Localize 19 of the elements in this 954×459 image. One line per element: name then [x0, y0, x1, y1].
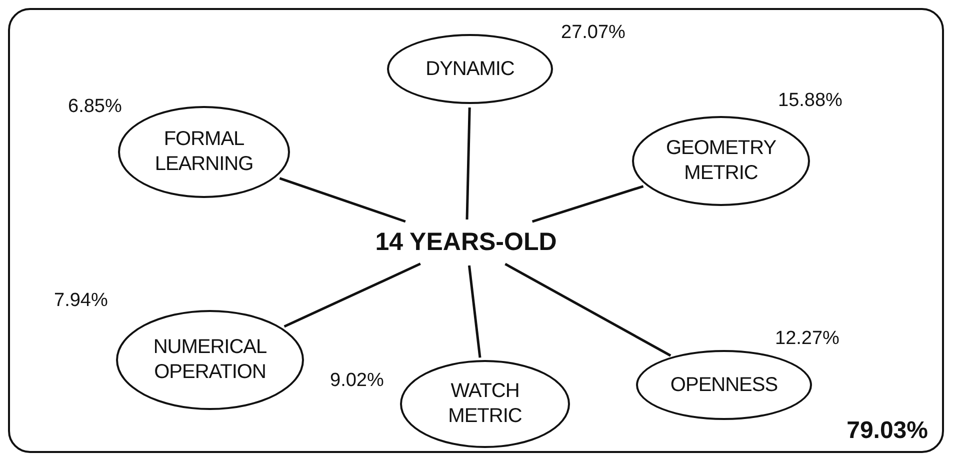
total-percentage: 79.03% [846, 417, 928, 445]
connector-line [468, 265, 482, 358]
category-ellipse: WATCH METRIC [400, 360, 570, 448]
percentage-label: 27.07% [561, 22, 626, 44]
center-label: 14 YEARS-OLD [328, 222, 604, 262]
percentage-label: 9.02% [330, 370, 384, 392]
connector-line [466, 107, 471, 220]
percentage-label: 15.88% [778, 90, 842, 112]
percentage-label: 7.94% [54, 290, 108, 312]
connector-line [532, 185, 644, 223]
connector-line [279, 177, 406, 223]
category-ellipse: NUMERICAL OPERATION [116, 310, 304, 410]
connector-line [284, 262, 421, 328]
percentage-label: 12.27% [775, 328, 840, 350]
category-ellipse: DYNAMIC [387, 34, 553, 104]
category-ellipse: GEOMETRY METRIC [632, 116, 810, 206]
frame-box [8, 8, 944, 453]
connector-line [504, 262, 672, 357]
category-ellipse: OPENNESS [636, 350, 812, 420]
